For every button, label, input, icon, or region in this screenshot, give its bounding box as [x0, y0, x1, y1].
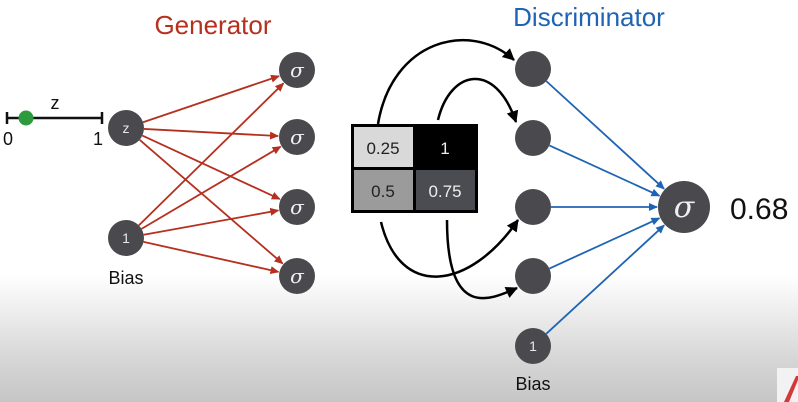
node-circle [279, 119, 315, 155]
discriminator-input-2 [515, 120, 551, 156]
node-label: 1 [529, 338, 537, 354]
z-slider[interactable]: z 0 1 [3, 93, 104, 149]
generator-edge [143, 207, 280, 236]
grid-cell-value: 0.5 [371, 182, 395, 201]
generator-title: Generator [154, 10, 271, 40]
generator-edge [139, 139, 284, 265]
arrow-cell-4 [445, 219, 518, 300]
grid-cell [354, 170, 413, 210]
discriminator-output: σ [658, 181, 710, 233]
discriminator-input-3 [515, 189, 551, 225]
generator-edge [141, 145, 282, 230]
sigma-icon: σ [290, 58, 305, 82]
node-circle [515, 189, 551, 225]
generator-output-1: σ [279, 52, 315, 88]
grid-cell [354, 127, 413, 167]
generator-edges [138, 74, 285, 275]
generator-edge [138, 82, 285, 227]
node-circle [108, 220, 144, 256]
grid-cell-value: 1 [440, 139, 449, 158]
discriminator-input-4 [515, 258, 551, 294]
grid-cell [416, 170, 475, 210]
node-circle [279, 52, 315, 88]
node-circle [658, 181, 710, 233]
discriminator-edge [545, 224, 665, 335]
generator-edge [143, 241, 280, 275]
node-label: z [123, 120, 130, 136]
node-label: 1 [122, 230, 130, 246]
discriminator-input-bias: 1 [515, 328, 551, 364]
pdf-icon [777, 368, 798, 402]
generator-edge [142, 74, 280, 124]
discriminator-bias-caption: Bias [515, 374, 550, 394]
grid-to-discriminator-arrows [376, 38, 520, 300]
sigma-icon: σ [290, 195, 305, 219]
node-circle [515, 328, 551, 364]
sigma-icon: σ [674, 190, 696, 225]
discriminator-output-value: 0.68 [730, 193, 788, 226]
grid-cell-value: 0.75 [428, 182, 461, 201]
generator-output-4: σ [279, 258, 315, 294]
sigma-icon: σ [290, 264, 305, 288]
generator-edge [141, 134, 281, 200]
discriminator-title: Discriminator [513, 2, 665, 32]
discriminator-input-1 [515, 51, 551, 87]
node-circle [515, 120, 551, 156]
arrow-cell-1 [376, 38, 515, 125]
generator-bias-caption: Bias [108, 268, 143, 288]
generator-output-3: σ [279, 189, 315, 225]
node-circle [279, 189, 315, 225]
slider-min-label: 0 [3, 129, 13, 149]
discriminator-edge [548, 144, 661, 197]
grid-cell-value: 0.25 [366, 139, 399, 158]
generator-input-z: z [108, 110, 144, 146]
generator-input-bias: 1 [108, 220, 144, 256]
node-circle [515, 258, 551, 294]
node-circle [279, 258, 315, 294]
slider-label: z [51, 93, 60, 113]
node-circle [108, 110, 144, 146]
slider-handle[interactable] [18, 110, 34, 126]
generator-output-2: σ [279, 119, 315, 155]
sigma-icon: σ [290, 125, 305, 149]
discriminator-edge [545, 80, 665, 190]
discriminator-edge [548, 217, 661, 270]
discriminator-edges [545, 80, 665, 335]
node-circle [515, 51, 551, 87]
slider-max-label: 1 [93, 129, 103, 149]
image-grid: 0.25 1 0.5 0.75 [351, 124, 478, 213]
arrow-cell-3 [379, 219, 520, 278]
arrow-cell-2 [436, 77, 519, 123]
generator-edge [143, 128, 280, 140]
grid-cell [416, 127, 475, 167]
